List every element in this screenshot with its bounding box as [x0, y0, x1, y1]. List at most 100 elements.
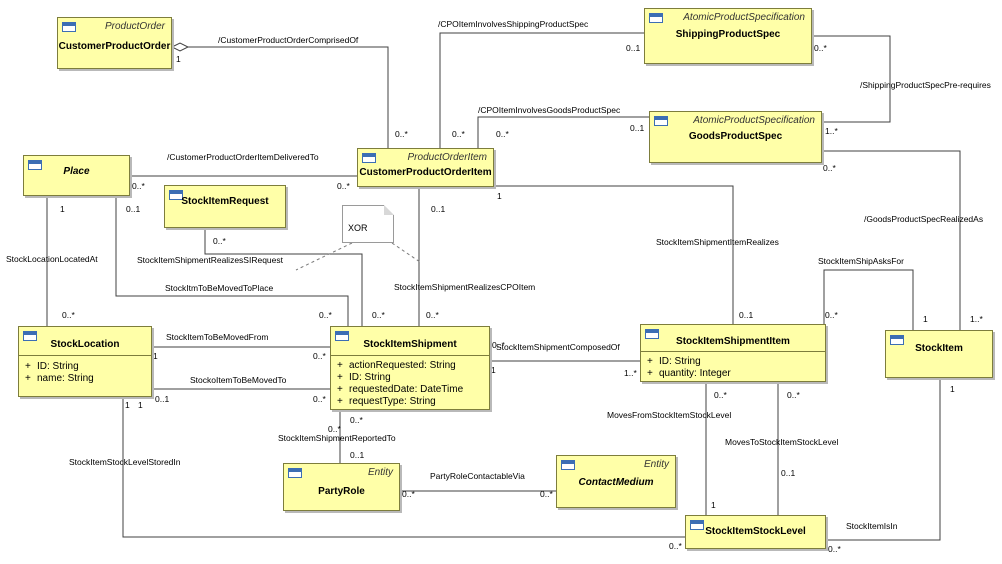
attribute-row: +actionRequested: String — [337, 360, 456, 371]
multiplicity: 0..* — [350, 415, 363, 425]
attribute-text: name: String — [37, 373, 94, 384]
multiplicity: 0..* — [395, 129, 408, 139]
multiplicity: 0..1 — [630, 123, 644, 133]
class-icon — [649, 13, 663, 23]
class-icon — [62, 22, 76, 32]
class-stock-item-shipment[interactable]: StockItemShipment +actionRequested: Stri… — [330, 326, 490, 410]
class-customer-product-order-item[interactable]: ProductOrderItem CustomerProductOrderIte… — [357, 148, 494, 187]
association-line — [122, 397, 685, 538]
class-stereotype: AtomicProductSpecification — [683, 12, 805, 23]
multiplicity: 0..* — [496, 129, 509, 139]
class-name: GoodsProductSpec — [688, 131, 783, 142]
class-icon — [645, 329, 659, 339]
class-icon — [890, 335, 904, 345]
visibility-marker: + — [337, 396, 343, 407]
association-line — [826, 378, 941, 541]
attribute-text: ID: String — [349, 372, 391, 383]
association-label: /CPOItemInvolvesGoodsProductSpec — [478, 105, 621, 115]
attribute-text: ID: String — [659, 356, 701, 367]
class-shipping-product-spec[interactable]: AtomicProductSpecification ShippingProdu… — [644, 8, 812, 64]
class-icon — [28, 160, 42, 170]
multiplicity: 1..* — [825, 126, 838, 136]
association-label: StockItemShipmentComposedOf — [496, 342, 620, 352]
attribute-row: +requestedDate: DateTime — [337, 384, 463, 395]
note-link — [295, 242, 353, 271]
association-label: StockItemShipAsksFor — [818, 256, 904, 266]
multiplicity: 0..* — [213, 236, 226, 246]
association-line — [823, 269, 914, 330]
visibility-marker: + — [337, 384, 343, 395]
multiplicity: 0..* — [452, 129, 465, 139]
class-name: CustomerProductOrder — [58, 41, 171, 52]
association-label: StockItemStockLevelStoredIn — [69, 457, 181, 467]
association-label: MovesFromStockItemStockLevel — [607, 410, 731, 420]
multiplicity: 1..* — [624, 368, 637, 378]
multiplicity: 0..* — [402, 489, 415, 499]
multiplicity: 0..* — [714, 390, 727, 400]
class-goods-product-spec[interactable]: AtomicProductSpecification GoodsProductS… — [649, 111, 822, 163]
class-place[interactable]: Place — [23, 155, 130, 196]
association-label: StockItemToBeMovedFrom — [166, 332, 269, 342]
association-line — [115, 196, 349, 326]
class-name: StockLocation — [50, 339, 120, 350]
multiplicity: 1 — [950, 384, 955, 394]
class-name: ShippingProductSpec — [675, 29, 781, 40]
multiplicity: 1 — [497, 191, 502, 201]
association-line — [204, 228, 363, 326]
class-icon — [288, 468, 302, 478]
attribute-divider — [641, 351, 825, 352]
class-stock-item-shipment-item[interactable]: StockItemShipmentItem + ID: String + quant… — [640, 324, 826, 382]
multiplicity: 0..* — [814, 43, 827, 53]
attribute-text: quantity: Integer — [659, 368, 731, 379]
multiplicity: 0..1 — [350, 450, 364, 460]
note-link — [391, 242, 421, 263]
attribute-text: actionRequested: String — [349, 360, 456, 371]
association-line — [172, 46, 389, 148]
association-label: StockItemShipmentItemRealizes — [656, 237, 779, 247]
association-label: StockItemIsIn — [846, 521, 898, 531]
class-stock-location[interactable]: StockLocation +ID: String +name: String — [18, 326, 152, 397]
class-customer-product-order[interactable]: ProductOrder CustomerProductOrder — [57, 17, 172, 69]
multiplicity: 1 — [125, 400, 130, 410]
attribute-row: + quantity: Integer — [647, 368, 731, 379]
class-stereotype: Entity — [643, 459, 669, 470]
association-label: /CustomerProductOrderComprisedOf — [218, 35, 359, 45]
class-name: StockItemShipment — [363, 339, 457, 350]
attribute-row: +name: String — [25, 373, 94, 384]
multiplicity: 0..* — [669, 541, 682, 551]
class-stock-item[interactable]: StockItem — [885, 330, 993, 378]
association-label: MovesToStockItemStockLevel — [725, 437, 838, 447]
class-party-role[interactable]: Entity PartyRole — [283, 463, 400, 511]
class-name: Place — [63, 166, 90, 177]
attribute-row: +requestType: String — [337, 396, 436, 407]
multiplicity: 1 — [153, 351, 158, 361]
class-contact-medium[interactable]: Entity ContactMedium — [556, 455, 676, 508]
association-line — [812, 35, 891, 123]
multiplicity: 0..1 — [781, 468, 795, 478]
class-name: ContactMedium — [578, 477, 654, 488]
class-name: StockItemStockLevel — [705, 526, 806, 537]
association-line — [494, 185, 734, 324]
class-stock-item-stock-level[interactable]: StockItemStockLevel — [685, 515, 826, 549]
multiplicity: 1 — [60, 204, 65, 214]
class-stereotype: Entity — [367, 467, 393, 478]
multiplicity: 0..* — [62, 310, 75, 320]
attribute-divider — [331, 355, 489, 356]
attribute-divider — [19, 355, 151, 356]
class-name: StockItemRequest — [181, 196, 269, 207]
association-label: StockItemShipmentReportedTo — [278, 433, 396, 443]
multiplicity: 1 — [491, 365, 496, 375]
association-label: StockItemShipmentRealizesSIRequest — [137, 255, 284, 265]
multiplicity: 1 — [176, 54, 181, 64]
class-stereotype: ProductOrderItem — [407, 152, 487, 163]
multiplicity: 0..1 — [155, 394, 169, 404]
visibility-marker: + — [647, 368, 653, 379]
class-name: StockItemShipmentItem — [676, 336, 790, 347]
attribute-row: +ID: String — [337, 372, 391, 383]
class-icon — [169, 190, 183, 200]
multiplicity: 0..* — [540, 489, 553, 499]
multiplicity: 1 — [711, 500, 716, 510]
class-stock-item-request[interactable]: StockItemRequest — [164, 185, 286, 228]
multiplicity: 0..1 — [626, 43, 640, 53]
